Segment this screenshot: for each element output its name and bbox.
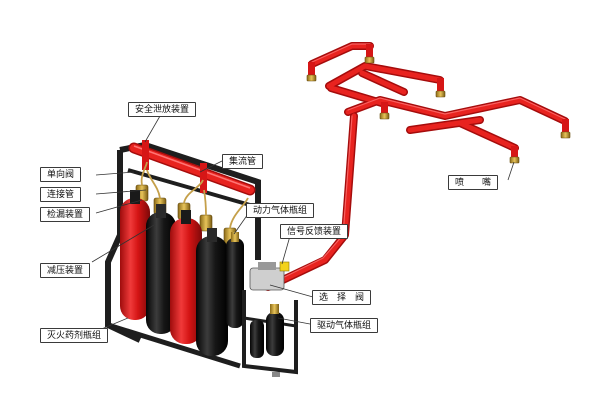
label-leak-detector: 检漏装置 bbox=[40, 207, 90, 222]
label-nozzle: 喷 嘴 bbox=[448, 175, 498, 190]
label-pressure-reducer: 减压装置 bbox=[40, 263, 90, 278]
label-signal-feedback-device: 信号反馈装置 bbox=[280, 224, 348, 239]
cylinder-red-1 bbox=[120, 190, 150, 320]
cylinder-power-gas bbox=[226, 232, 244, 328]
label-connecting-pipe: 连接管 bbox=[40, 187, 81, 202]
agent-cylinders bbox=[120, 190, 244, 356]
label-safety-relief-device: 安全泄放装置 bbox=[128, 102, 196, 117]
label-drive-gas-bank: 驱动气体瓶组 bbox=[310, 318, 378, 333]
label-manifold: 集流管 bbox=[222, 154, 263, 169]
label-check-valve: 单向阀 bbox=[40, 167, 81, 182]
cylinder-black-2 bbox=[196, 228, 228, 356]
label-selector-valve: 选 择 阀 bbox=[312, 290, 371, 305]
label-agent-cylinder-bank: 灭火药剂瓶组 bbox=[40, 328, 108, 343]
label-power-gas-bank: 动力气体瓶组 bbox=[246, 203, 314, 218]
